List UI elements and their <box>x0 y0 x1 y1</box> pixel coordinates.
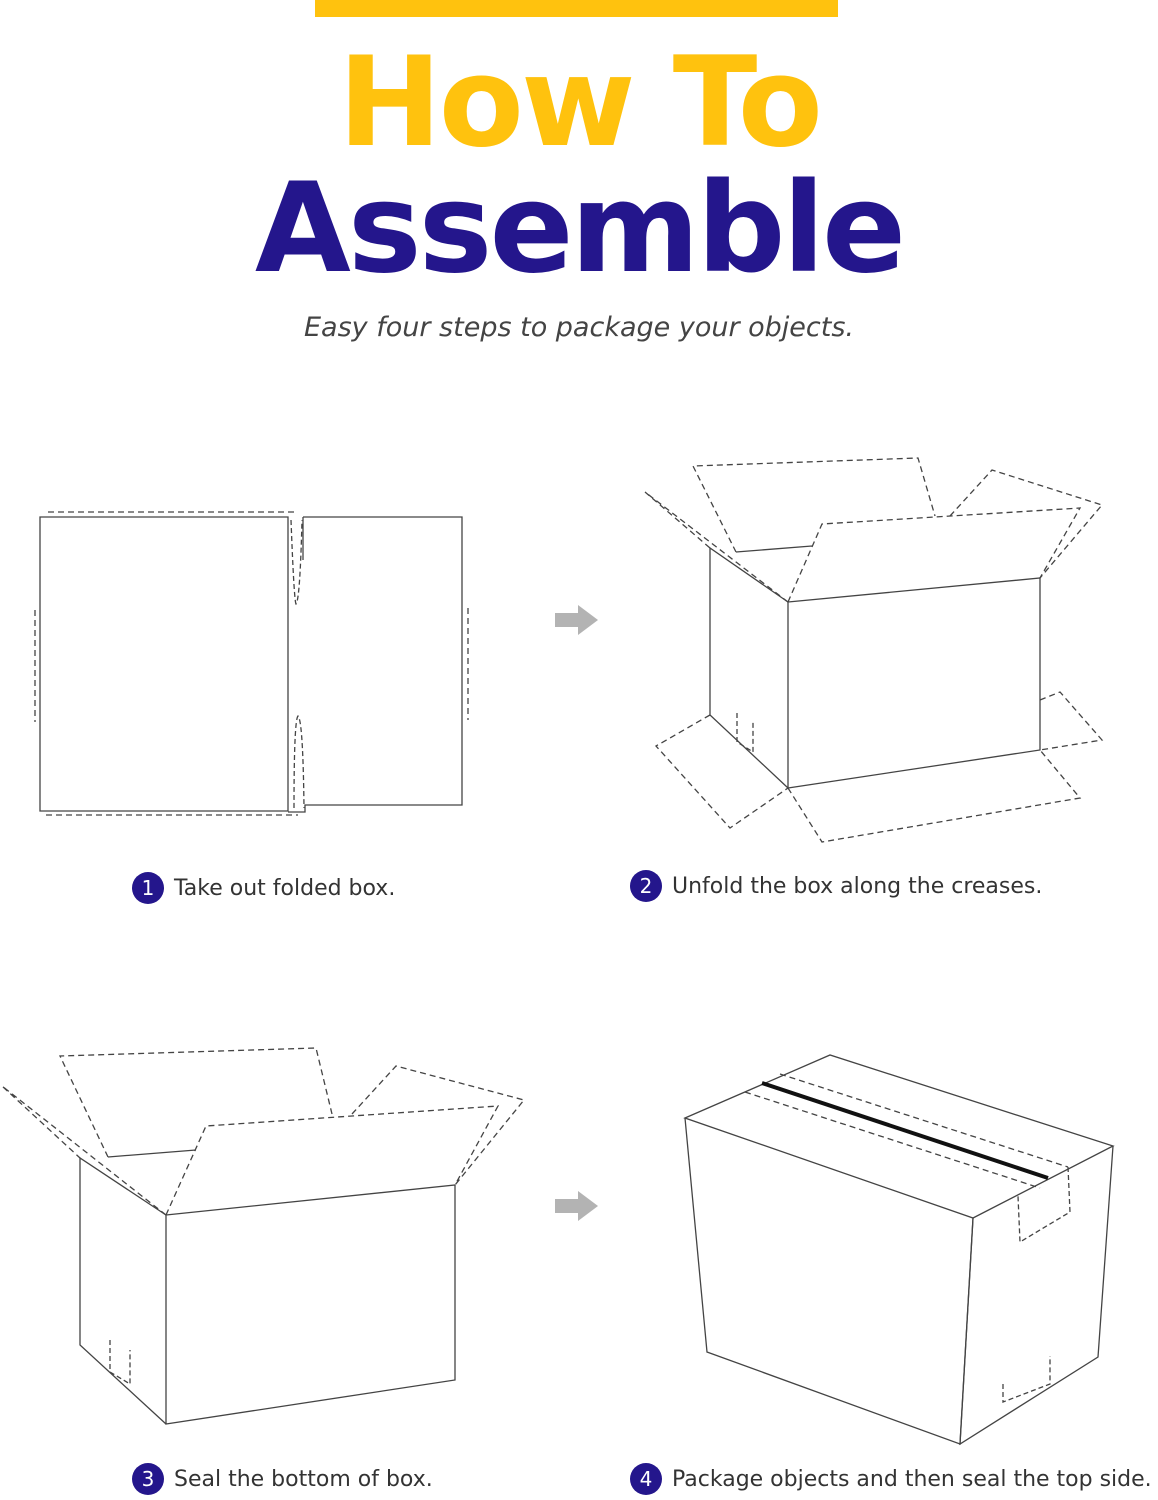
step-text: Unfold the box along the creases. <box>672 873 1043 899</box>
step-4: 4 Package objects and then seal the top … <box>630 1463 1152 1495</box>
flat-box-icon <box>34 511 469 816</box>
step-number-badge: 3 <box>132 1463 164 1495</box>
step-number-badge: 4 <box>630 1463 662 1495</box>
step-2: 2 Unfold the box along the creases. <box>630 870 1042 902</box>
right-arrow-icon <box>555 1191 598 1221</box>
subtitle: Easy four steps to package your objects. <box>304 312 854 343</box>
step-1: 1 Take out folded box. <box>132 872 395 904</box>
step-text: Seal the bottom of box. <box>174 1466 433 1492</box>
step-text: Take out folded box. <box>174 875 396 901</box>
step-text: Package objects and then seal the top si… <box>672 1466 1152 1492</box>
title-assemble: Assemble <box>254 157 906 301</box>
title-how-to: How To <box>338 31 823 175</box>
top-accent-bar <box>315 0 838 17</box>
step-number-badge: 1 <box>132 872 164 904</box>
step-number-badge: 2 <box>630 870 662 902</box>
open-box-icon <box>1 1047 526 1425</box>
sealed-box-icon <box>683 1054 1115 1446</box>
right-arrow-icon <box>555 605 598 635</box>
open-box-icon <box>644 457 1104 843</box>
step-3: 3 Seal the bottom of box. <box>132 1463 433 1495</box>
